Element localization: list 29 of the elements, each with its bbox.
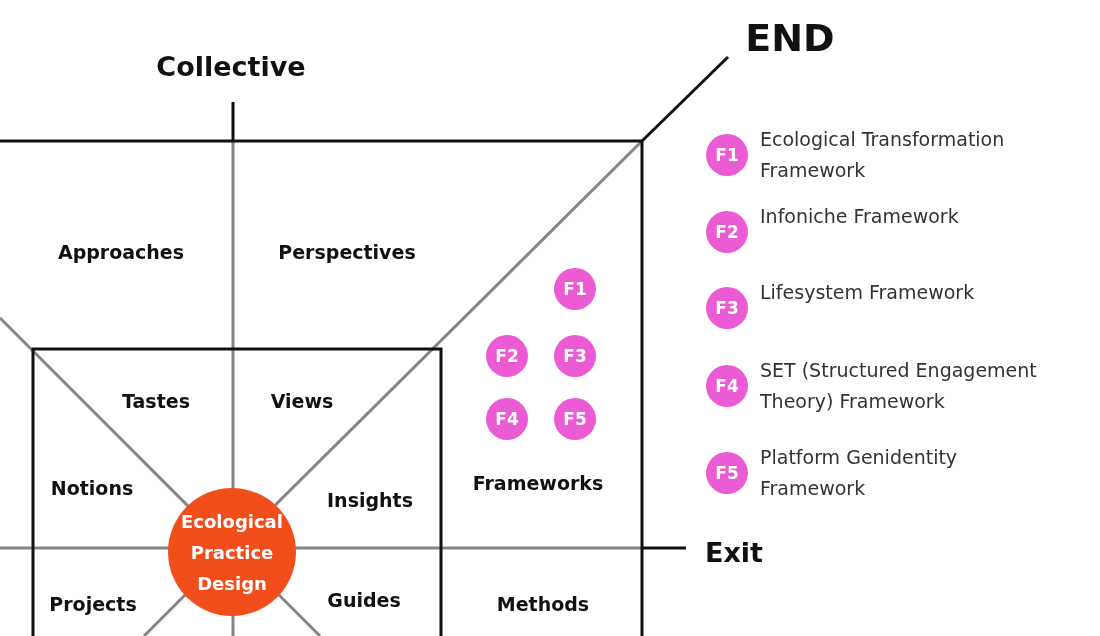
region-label: Perspectives: [278, 241, 416, 263]
region-label: Guides: [327, 589, 401, 611]
region-label: Tastes: [122, 390, 190, 412]
axis-label: Exit: [705, 536, 763, 568]
framework-circle: F1: [554, 268, 596, 310]
region-label: Approaches: [57, 241, 185, 263]
framework-circle: F2: [486, 335, 528, 377]
region-label: Projects: [49, 593, 137, 615]
region-label: Frameworks: [472, 472, 604, 494]
axis-label: END: [745, 16, 835, 60]
framework-name: Ecological Transformation Framework: [760, 127, 1006, 183]
axis-label: Collective: [156, 50, 306, 82]
framework-name: SET (Structured Engagement Theory) Framework: [760, 358, 1038, 414]
framework-circle: F4: [486, 398, 528, 440]
framework-circle: F5: [706, 452, 748, 494]
framework-name: Lifesystem Framework: [760, 280, 976, 305]
region-label: Views: [270, 390, 334, 412]
region-label: Methods: [496, 593, 590, 615]
framework-name: Platform Genidentity Framework: [760, 445, 959, 501]
framework-circle: F2: [706, 211, 748, 253]
framework-circle: F1: [706, 134, 748, 176]
framework-circle: F3: [554, 335, 596, 377]
center-circle: Ecological Practice Design: [168, 488, 296, 616]
region-label: Insights: [327, 489, 413, 511]
framework-name: Infoniche Framework: [760, 204, 960, 229]
region-label: Notions: [50, 477, 134, 499]
framework-circle: F5: [554, 398, 596, 440]
framework-circle: F3: [706, 287, 748, 329]
framework-circle: F4: [706, 365, 748, 407]
